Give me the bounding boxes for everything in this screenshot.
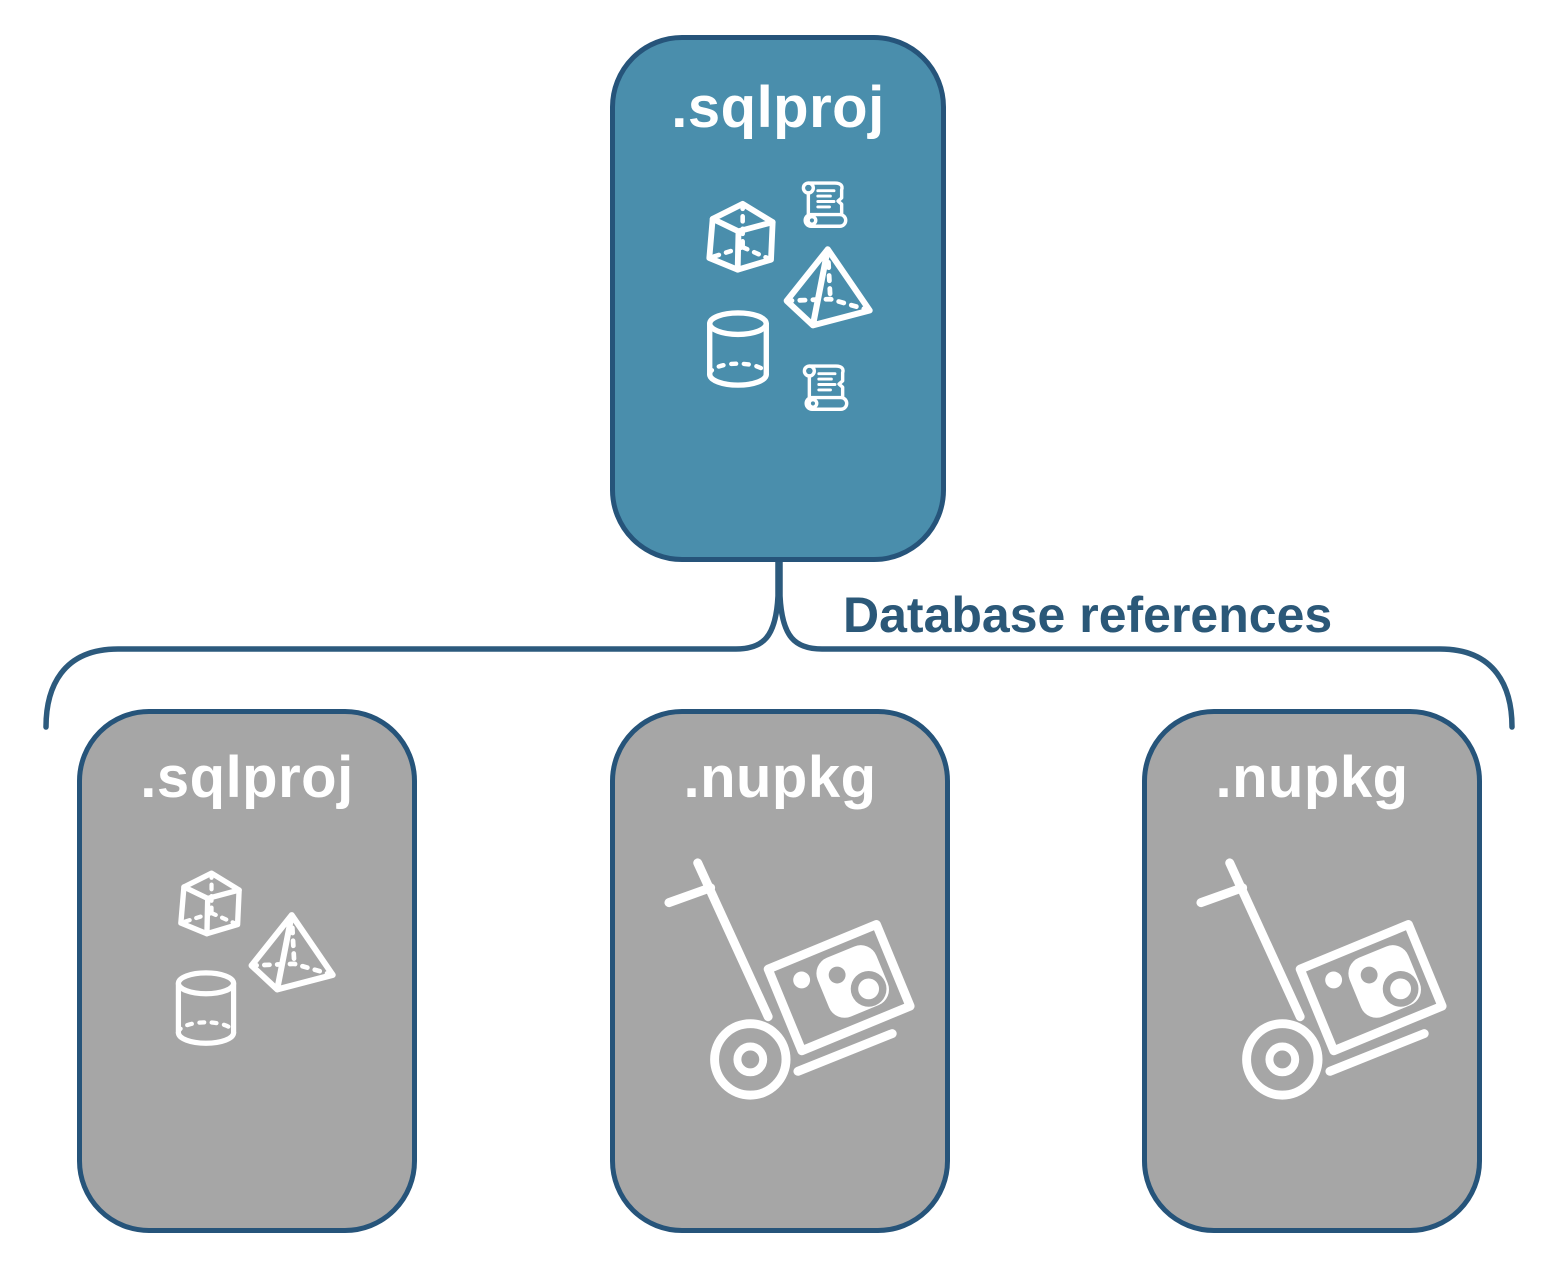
root-card-sqlproj: .sqlproj xyxy=(610,35,946,562)
child-card-label: .nupkg xyxy=(1215,745,1409,810)
pyramid-icon xyxy=(238,904,342,998)
pyramid-icon xyxy=(773,238,879,334)
scroll-icon xyxy=(799,360,853,418)
brace-left-half xyxy=(43,557,781,730)
scroll-icon xyxy=(798,177,852,235)
root-card-label: .sqlproj xyxy=(671,75,885,140)
child-card-nupkg-2: .nupkg xyxy=(1142,709,1482,1233)
child-card-nupkg-1: .nupkg xyxy=(610,709,950,1233)
cylinder-icon xyxy=(703,310,773,390)
cylinder-icon xyxy=(172,970,240,1048)
hand-truck-package-icon xyxy=(661,852,919,1110)
child-card-label: .sqlproj xyxy=(140,745,354,810)
hand-truck-package-icon xyxy=(1193,852,1451,1110)
child-card-label: .nupkg xyxy=(683,745,877,810)
child-card-sqlproj: .sqlproj xyxy=(77,709,417,1233)
connector-label: Database references xyxy=(843,587,1333,643)
